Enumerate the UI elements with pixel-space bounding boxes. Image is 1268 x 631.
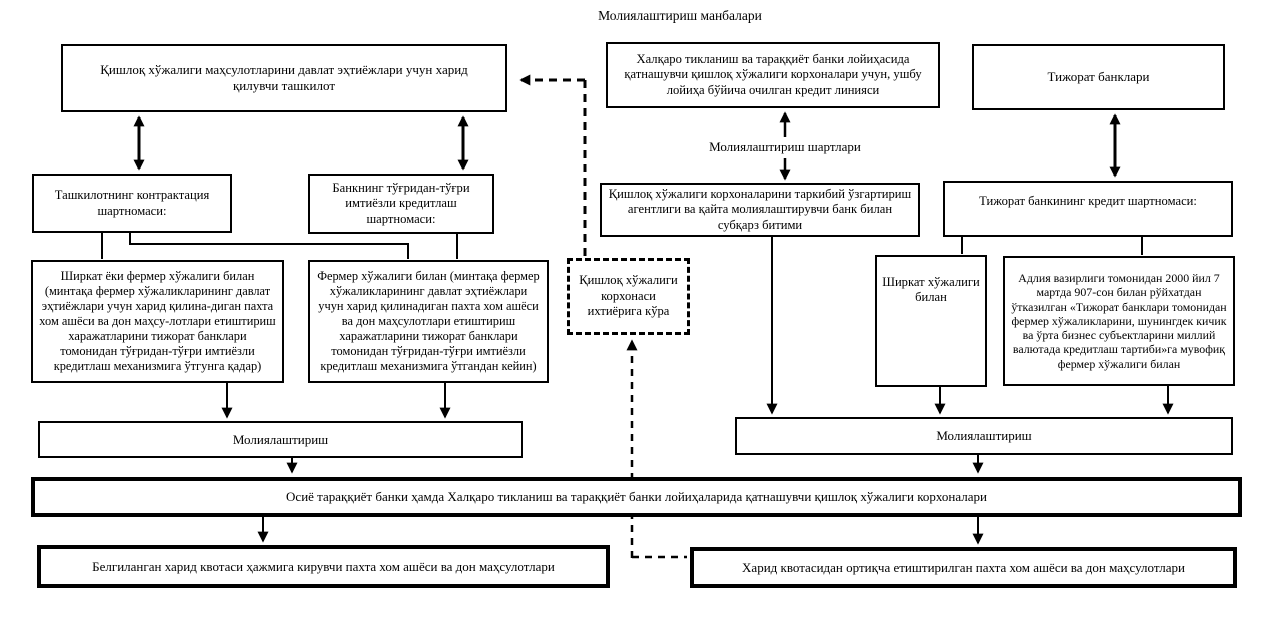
node-farm-choice: Қишлоқ хўжалиги корхонаси ихтиёрига кўра — [567, 258, 690, 335]
node-above-quota: Харид квотасидан ортиқча етиштирилган па… — [690, 547, 1237, 588]
node-org-contract: Ташкилотнинг контрактация шартномаси: — [32, 174, 232, 233]
edge-label-financing-terms: Молиялаштириш шартлари — [709, 139, 861, 154]
node-commercial-bank-credit-contract: Тижорат банкининг кредит шартномаси: — [943, 181, 1233, 237]
node-adb-ibrd-enterprises: Осиё тараққиёт банки ҳамда Халқаро тикла… — [31, 477, 1242, 517]
node-within-quota: Белгиланган харид квотаси ҳажмига кирувч… — [37, 545, 610, 588]
node-financing-right: Молиялаштириш — [735, 417, 1233, 455]
node-shirkat-or-farmer: Ширкат ёки фермер хўжалиги билан (минтақ… — [31, 260, 284, 383]
node-procuring-org: Қишлоқ хўжалиги маҳсулотларини давлат эҳ… — [61, 44, 507, 112]
node-shirkat-farm: Ширкат хўжалиги билан — [875, 255, 987, 387]
node-financing-left: Молиялаштириш — [38, 421, 523, 458]
node-commercial-banks: Тижорат банклари — [972, 44, 1225, 110]
connector-contract-to-farmer — [129, 232, 409, 259]
node-bank-direct-credit-contract: Банкнинг тўғридан-тўғри имтиёзли кредитл… — [308, 174, 494, 234]
node-farmer-after: Фермер хўжалиги билан (минтақа фермер хў… — [308, 260, 549, 383]
node-restructuring-agency-subloan: Қишлоқ хўжалиги корхоналарини таркибий ў… — [600, 183, 920, 237]
node-ibrd-credit-line: Халқаро тикланиш ва тараққиёт банки лойи… — [606, 42, 940, 108]
diagram-title: Молиялаштириш манбалари — [598, 8, 762, 23]
node-justice-ministry-order: Адлия вазирлиги томонидан 2000 йил 7 мар… — [1003, 256, 1235, 386]
